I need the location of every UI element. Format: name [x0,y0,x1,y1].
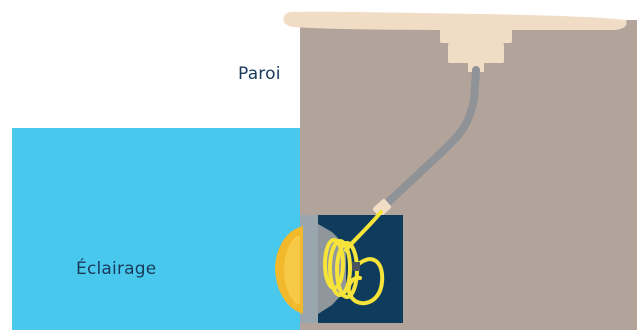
power-cable [378,66,480,212]
wall-coping [283,11,627,30]
cable-gland [372,199,392,217]
wire-connector [352,262,360,271]
niche-flange [300,215,318,323]
lens-highlight [284,236,300,304]
pool-water [12,128,302,330]
coiled-wire [323,210,385,306]
wall-label: Paroi [238,64,281,84]
lighting-label: Éclairage [76,259,157,279]
